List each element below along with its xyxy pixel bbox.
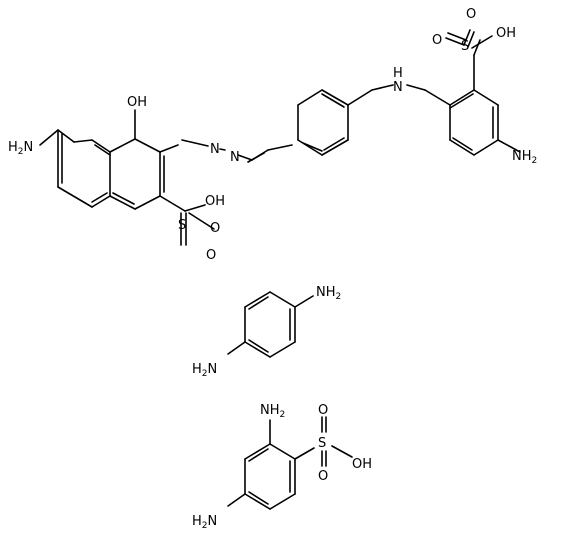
oxygen-label: O xyxy=(318,469,328,484)
azo-nitrogen-label: N xyxy=(230,150,240,165)
right-ring-bonds xyxy=(424,29,521,156)
sulfonic-hydroxyl-label: OH xyxy=(496,26,516,41)
sulfur-label: S xyxy=(178,218,186,233)
amino-label: H2N xyxy=(192,514,217,531)
amino-label: NH2 xyxy=(260,403,285,420)
azo-dye-molecule: H2N OH S O O OH N N N H S O O OH NH2 xyxy=(8,7,537,263)
oxygen-label: O xyxy=(210,221,220,236)
benzene-bonds xyxy=(227,416,353,510)
amino-label: NH2 xyxy=(316,285,341,302)
oxygen-label: O xyxy=(206,248,216,263)
bridge-hydrogen-label: H xyxy=(393,66,403,81)
sulfur-label: S xyxy=(461,39,469,54)
phenylenediamine-molecule: NH2 H2N xyxy=(192,285,341,379)
naphthalene-bonds xyxy=(39,109,215,246)
azo-linkage-bonds xyxy=(181,139,293,163)
amino-label: H2N xyxy=(192,362,217,379)
amino-label: NH2 xyxy=(512,149,537,166)
sulfonic-hydroxyl-label: OH xyxy=(205,194,225,209)
phenyl-bridge-bonds xyxy=(297,84,426,156)
oxygen-label: O xyxy=(318,403,328,418)
azo-nitrogen-label: N xyxy=(210,142,220,157)
diaminobenzenesulfonic-acid-molecule: NH2 H2N S O O OH xyxy=(192,403,372,531)
hydroxyl-label: OH xyxy=(127,95,147,110)
benzene-bonds xyxy=(227,291,314,358)
sulfonic-hydroxyl-label: OH xyxy=(352,457,372,472)
oxygen-label: O xyxy=(466,7,476,22)
oxygen-label: O xyxy=(432,33,442,48)
bridge-nitrogen-label: N xyxy=(393,80,403,95)
sulfur-label: S xyxy=(318,436,326,451)
amino-label: H2N xyxy=(8,140,33,157)
